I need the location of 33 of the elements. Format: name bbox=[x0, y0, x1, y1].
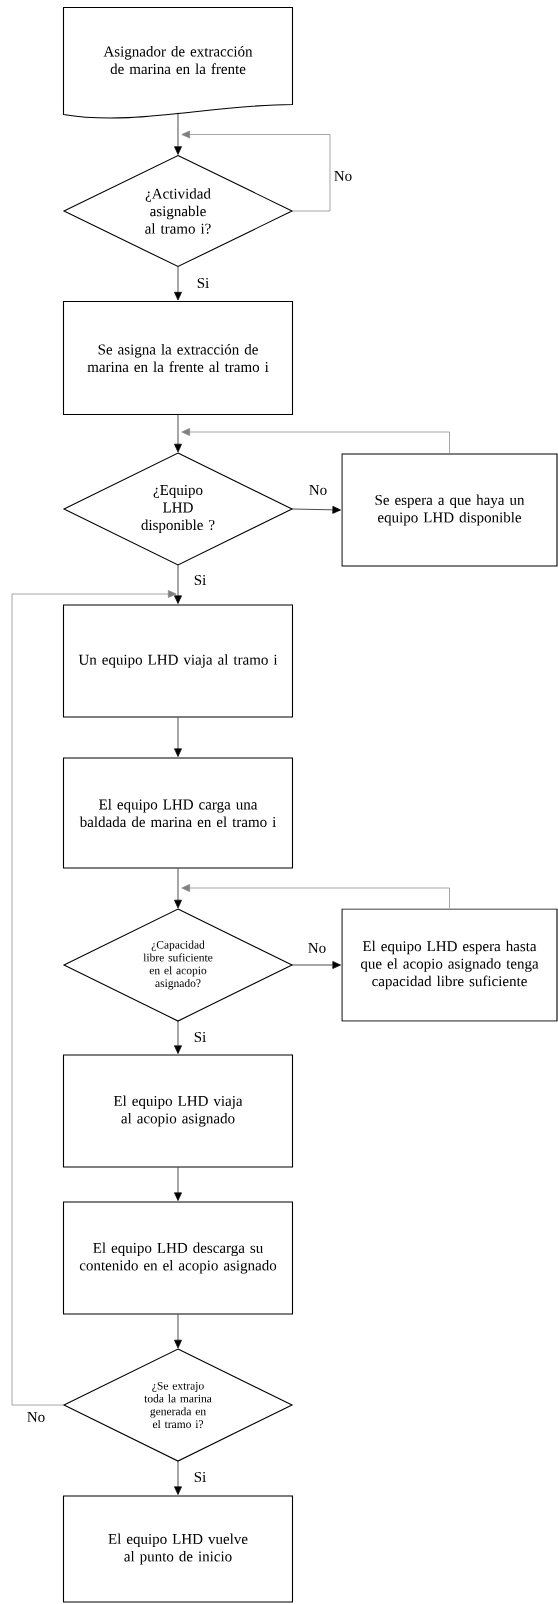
arrow bbox=[174, 1020, 182, 1054]
arrow bbox=[174, 717, 182, 757]
edge-label: Si bbox=[192, 573, 208, 587]
arrow bbox=[181, 130, 331, 212]
edge-label: Si bbox=[192, 1471, 208, 1484]
arrow bbox=[11, 590, 177, 1406]
arrow bbox=[174, 266, 182, 301]
arrow bbox=[174, 1167, 182, 1201]
process-box: Se asigna la extracción de marina en la frente al tramo i bbox=[62, 300, 294, 416]
process-box: El equipo LHD viaja al acopio asignado bbox=[62, 1054, 294, 1168]
process-box: El equipo LHD descarga su contenido en el acopio asignado bbox=[62, 1201, 294, 1315]
process-box: El equipo LHD carga una baldada de marina en el tramo i bbox=[62, 757, 294, 869]
arrow bbox=[181, 428, 450, 454]
arrow bbox=[174, 868, 182, 909]
edge-label: No bbox=[307, 484, 329, 496]
edge-label: Si bbox=[192, 1030, 208, 1044]
process-box: Se espera a que haya un equipo LHD disponible bbox=[341, 453, 558, 567]
arrow bbox=[174, 414, 182, 453]
arrow bbox=[291, 505, 341, 514]
edge-label: Si bbox=[195, 276, 211, 290]
process-box: El equipo LHD vuelve al punto de inicio bbox=[62, 1495, 294, 1603]
arrow bbox=[174, 1314, 182, 1349]
arrow bbox=[174, 564, 182, 604]
edge-label: No bbox=[25, 1411, 47, 1423]
edge-label: No bbox=[332, 170, 354, 182]
process-box: Un equipo LHD viaja al tramo i bbox=[62, 604, 294, 718]
document-box: Asignador de extracción de marina en la frente bbox=[62, 6, 294, 119]
arrow bbox=[174, 1460, 182, 1495]
arrow bbox=[291, 961, 341, 969]
arrow bbox=[174, 112, 182, 155]
process-box: El equipo LHD espera hasta que el acopio asignado tenga capacidad libre suficiente bbox=[341, 908, 558, 1022]
edge-label: No bbox=[306, 942, 328, 954]
arrow bbox=[181, 884, 450, 909]
